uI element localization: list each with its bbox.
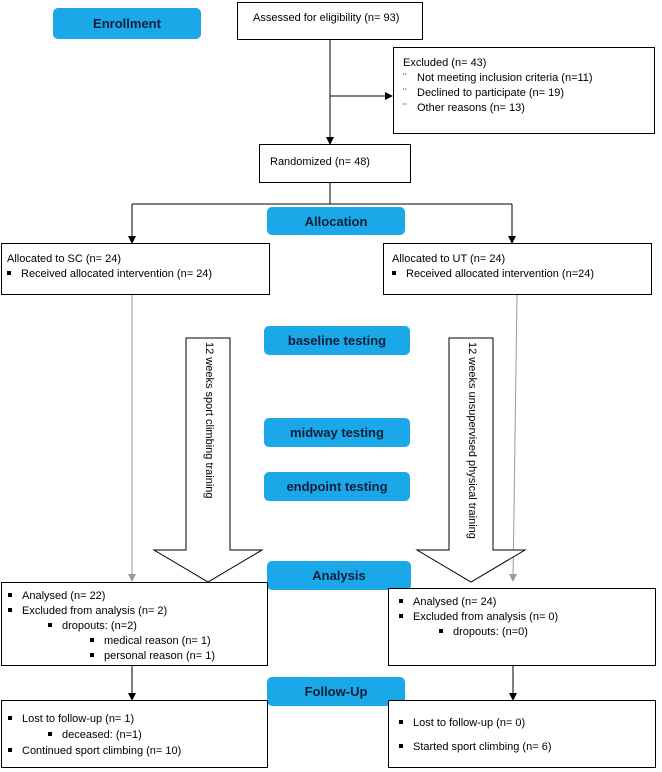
allocated-sc-item: Received allocated intervention (n= 24) <box>21 268 213 280</box>
big-arrow-ut <box>415 337 527 583</box>
bullet-square <box>90 653 94 657</box>
randomized-box: Randomized (n= 48) <box>259 144 411 183</box>
allocated-ut-item: Received allocated intervention (n=24) <box>406 268 595 280</box>
allocated-sc-title: Allocated to SC (n= 24) <box>7 253 122 265</box>
bullet-square <box>7 271 11 275</box>
excluded-bullet: ¨ <box>403 102 407 114</box>
bullet-square <box>399 599 403 603</box>
analysis-ut-box: Analysed (n= 24) Excluded from analysis … <box>388 588 656 666</box>
bullet-square <box>8 593 12 597</box>
bullet-square <box>8 716 12 720</box>
enrollment-label: Enrollment <box>53 8 201 39</box>
bullet-square <box>8 748 12 752</box>
ut-training-label: 12 weeks unsupervised physical training <box>466 342 478 539</box>
assessed-box: Assessed for eligibility (n= 93) <box>237 2 423 40</box>
allocation-label: Allocation <box>267 207 405 235</box>
analysis-ut-excluded: Excluded from analysis (n= 0) <box>413 611 559 623</box>
midway-testing-label: midway testing <box>264 418 410 447</box>
bullet-square <box>90 638 94 642</box>
analysis-sc-analysed: Analysed (n= 22) <box>22 590 106 602</box>
allocated-sc-box: Allocated to SC (n= 24) Received allocat… <box>1 243 270 295</box>
analysis-ut-analysed: Analysed (n= 24) <box>413 596 497 608</box>
followup-sc-box: Lost to follow-up (n= 1) deceased: (n=1)… <box>1 700 268 768</box>
followup-sc-deceased: deceased: (n=1) <box>62 729 142 741</box>
bullet-square <box>48 732 52 736</box>
endpoint-testing-label: endpoint testing <box>264 472 410 501</box>
baseline-testing-label: baseline testing <box>264 326 410 355</box>
sc-training-label: 12 weeks sport climbing training <box>203 342 215 499</box>
analysis-sc-dropouts: dropouts: (n=2) <box>62 620 137 632</box>
assessed-text: Assessed for eligibility (n= 93) <box>253 12 400 24</box>
bullet-square <box>48 623 52 627</box>
followup-ut-started: Started sport climbing (n= 6) <box>413 741 552 753</box>
followup-ut-box: Lost to follow-up (n= 0) Started sport c… <box>388 700 656 768</box>
followup-ut-lost: Lost to follow-up (n= 0) <box>413 717 526 729</box>
bullet-square <box>399 720 403 724</box>
analysis-sc-personal: personal reason (n= 1) <box>104 650 215 662</box>
excluded-bullet: ¨ <box>403 72 407 84</box>
excluded-item: Other reasons (n= 13) <box>417 102 525 114</box>
excluded-title: Excluded (n= 43) <box>403 57 487 69</box>
bullet-square <box>399 614 403 618</box>
allocated-ut-title: Allocated to UT (n= 24) <box>392 253 506 265</box>
bullet-square <box>8 608 12 612</box>
followup-sc-lost: Lost to follow-up (n= 1) <box>22 713 135 725</box>
allocated-ut-box: Allocated to UT (n= 24) Received allocat… <box>383 243 652 295</box>
line-ut-to-analysis <box>512 294 518 582</box>
bullet-square <box>439 629 443 633</box>
big-arrow-sc <box>152 337 264 583</box>
followup-sc-continued: Continued sport climbing (n= 10) <box>22 745 182 757</box>
bullet-square <box>399 744 403 748</box>
excluded-box: Excluded (n= 43) ¨ Not meeting inclusion … <box>393 47 655 134</box>
bullet-square <box>392 271 396 275</box>
analysis-sc-medical: medical reason (n= 1) <box>104 635 211 647</box>
excluded-item: Not meeting inclusion criteria (n=11) <box>417 72 593 84</box>
analysis-sc-box: Analysed (n= 22) Excluded from analysis … <box>1 582 268 666</box>
analysis-ut-dropouts: dropouts: (n=0) <box>453 626 528 638</box>
analysis-label: Analysis <box>267 561 411 590</box>
follow-up-label: Follow-Up <box>267 677 405 706</box>
excluded-item: Declined to participate (n= 19) <box>417 87 565 99</box>
excluded-bullet: ¨ <box>403 87 407 99</box>
analysis-sc-excluded: Excluded from analysis (n= 2) <box>22 605 168 617</box>
randomized-text: Randomized (n= 48) <box>270 156 370 168</box>
